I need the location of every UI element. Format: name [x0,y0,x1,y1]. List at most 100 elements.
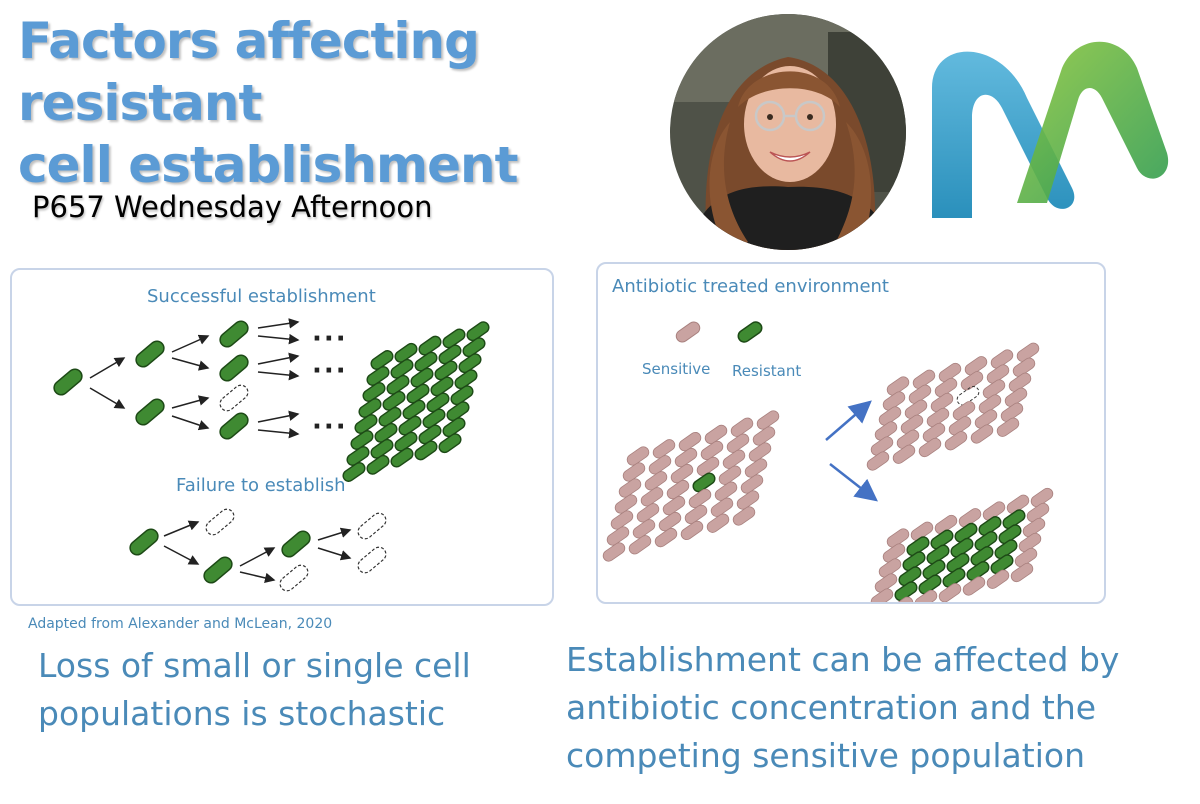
population-cell [908,384,932,404]
population-cell [1006,494,1030,514]
population-cell [732,506,756,526]
population-cell [752,426,776,446]
population-cell [626,446,650,466]
resistant-cell [390,447,414,468]
resistant-cell [398,415,422,436]
resistant-cell [450,385,474,406]
population-cell [700,440,724,461]
population-cell [942,567,966,588]
population-cell [982,501,1006,521]
population-cell [632,519,656,539]
population-cell [882,543,906,563]
presenter-photo [670,14,906,250]
population-cell [886,376,910,396]
legend-sensitive-cell [675,321,701,343]
resistant-cell [366,454,390,475]
population-cell [958,508,982,528]
resistant-cell [374,422,398,443]
population-cell [748,442,772,462]
population-cell [952,401,976,421]
population-cell [910,521,934,541]
resistant-cell [454,369,478,390]
resistant-cell [418,335,442,356]
population-cell [1030,487,1054,508]
population-cell [874,573,898,593]
population-cell [948,416,972,436]
logo-icon [932,41,1169,218]
establishment-lineage-diagram [53,318,490,592]
population-cell [892,444,916,464]
population-cell [966,561,990,581]
population-cell [740,474,764,494]
population-cell [914,589,938,602]
resistant-cell [438,344,462,365]
population-cell [982,379,1006,399]
population-cell [714,481,738,501]
resistant-cell [346,446,370,466]
population-cell [870,588,894,602]
resistant-cell [446,401,470,422]
resistant-cell [370,350,394,370]
population-cell [756,410,780,430]
population-cell [926,544,950,565]
population-cell [926,407,950,428]
population-cell [894,581,918,602]
resistant-cell [394,431,418,452]
successful-lineage [53,318,300,440]
population-cell [622,462,646,482]
population-cell [1026,502,1050,523]
antibiotic-environment-panel: Antibiotic treated environment Sensitive… [596,262,1106,604]
population-cell [934,377,958,398]
population-cell [930,529,954,550]
ellipsis-2: ··· [312,356,348,386]
population-cell [1018,532,1042,553]
established-colony [342,321,490,482]
heading-antibiotic-environment: Antibiotic treated environment [612,276,889,297]
resistant-cell [418,424,442,445]
population-cell [706,513,730,533]
resistant-cell [342,462,366,482]
population-cell [614,494,638,514]
population-cell [938,583,962,602]
resistant-cell [410,367,434,388]
resistant-cell [394,342,418,363]
population-cell [610,510,634,530]
population-cell [1004,387,1028,407]
population-cell [906,536,930,557]
population-cell [628,535,652,555]
population-cell [956,386,980,406]
population-cell [938,362,962,383]
resistant-cell [382,390,406,411]
population-cell [602,542,626,562]
population-cell [990,554,1014,575]
resistant-cell [386,374,410,395]
population-cell [878,558,902,578]
resistant-cell [458,353,482,374]
population-cell [730,417,754,437]
poster-session-label: P657 Wednesday Afternoon [32,190,433,224]
population-cell [1012,357,1036,377]
resistant-cell [442,328,466,349]
heading-successful-establishment: Successful establishment [147,286,376,307]
resistant-cell [370,438,394,459]
population-cell [1008,372,1032,392]
population-cell [688,488,712,509]
population-cell [978,516,1002,536]
population-cell [736,490,760,510]
population-cell [918,574,942,595]
population-cell [886,528,910,548]
population-cell [922,422,946,443]
resistant-cell [414,351,438,372]
population-cell [974,409,998,429]
population-cell [666,479,690,500]
population-cell [1022,517,1046,538]
population-cell [1000,402,1024,422]
population-cell [878,406,902,426]
population-cell [670,463,694,484]
population-cell [644,471,668,491]
population-cell [912,369,936,389]
stochastic-loss-line-1: Loss of small or single cell [38,646,471,685]
population-cell [678,431,702,452]
population-cell [652,439,676,459]
population-cell [970,424,994,444]
